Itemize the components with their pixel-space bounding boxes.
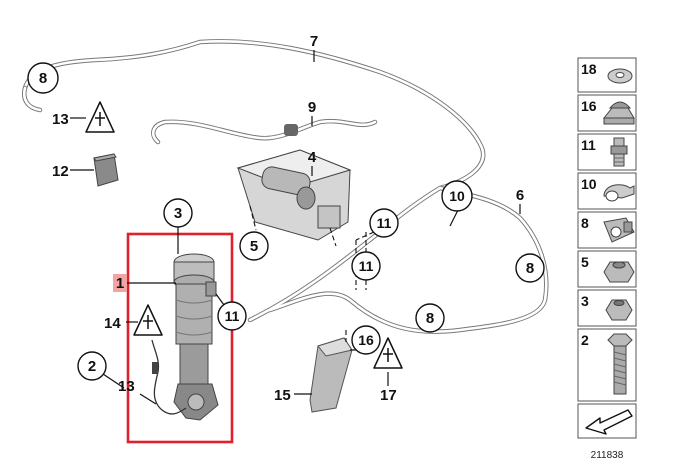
callout-5: 5 bbox=[239, 231, 269, 261]
callout-16: 16 bbox=[351, 325, 381, 355]
callout-2: 2 bbox=[77, 351, 107, 381]
callout-6: 6 bbox=[516, 187, 524, 204]
callout-13: 13 bbox=[52, 111, 69, 128]
callout-13: 13 bbox=[118, 378, 135, 395]
sidebar-label: 8 bbox=[581, 215, 589, 231]
washer-icon bbox=[607, 68, 633, 84]
compressor-unit bbox=[236, 149, 352, 247]
callout-8: 8 bbox=[27, 62, 59, 94]
hex-bolt-icon bbox=[607, 333, 633, 395]
svg-text:11: 11 bbox=[377, 215, 392, 231]
callout-4: 4 bbox=[308, 149, 317, 166]
callout-7: 7 bbox=[310, 33, 318, 50]
callout-8: 8 bbox=[415, 303, 445, 333]
callout-11: 11 bbox=[369, 208, 399, 238]
parts-sidebar: 18 16 11 10 8 5 3 2 bbox=[577, 57, 637, 439]
sidebar-label: 3 bbox=[581, 293, 589, 309]
pipe-holder-icon bbox=[603, 217, 635, 243]
air-line-left-loop bbox=[22, 85, 43, 113]
callout-11: 11 bbox=[351, 251, 381, 281]
air-strut bbox=[173, 253, 219, 421]
sidebar-label: 11 bbox=[581, 137, 596, 153]
hex-nut-icon bbox=[605, 299, 633, 321]
svg-text:11: 11 bbox=[359, 258, 374, 274]
sidebar-label: 18 bbox=[581, 61, 597, 77]
cap-nut-icon bbox=[602, 101, 635, 125]
svg-text:11: 11 bbox=[225, 308, 240, 324]
callout-10: 10 bbox=[441, 180, 473, 212]
svg-text:5: 5 bbox=[250, 238, 258, 255]
svg-text:10: 10 bbox=[449, 188, 465, 204]
sidebar-label: 5 bbox=[581, 254, 589, 270]
highlight-frame bbox=[126, 232, 234, 444]
sensor-wire bbox=[151, 339, 187, 415]
collar-nut-icon bbox=[603, 261, 635, 283]
direction-arrow-icon bbox=[585, 409, 633, 435]
callout-15: 15 bbox=[274, 387, 291, 404]
air-line-7 bbox=[22, 39, 486, 191]
valve-block bbox=[309, 330, 353, 413]
callout-3: 3 bbox=[163, 198, 193, 228]
svg-text:8: 8 bbox=[426, 310, 434, 327]
diagram-id: 211838 bbox=[591, 450, 624, 461]
svg-text:2: 2 bbox=[88, 358, 96, 375]
svg-text:3: 3 bbox=[174, 205, 182, 222]
callout-11: 11 bbox=[217, 301, 247, 331]
air-line-9 bbox=[151, 118, 378, 145]
callout-12: 12 bbox=[52, 163, 69, 180]
callout-9: 9 bbox=[308, 99, 316, 116]
sidebar-label: 10 bbox=[581, 176, 597, 192]
sidebar-label: 2 bbox=[581, 332, 589, 348]
svg-text:16: 16 bbox=[358, 332, 374, 348]
svg-text:8: 8 bbox=[526, 260, 534, 277]
callout-1: 1 bbox=[113, 274, 127, 292]
callout-8: 8 bbox=[515, 253, 545, 283]
connector-fitting-icon bbox=[610, 137, 628, 167]
warning-triangle-icon bbox=[373, 337, 403, 369]
control-unit bbox=[93, 153, 119, 187]
warning-triangle-icon bbox=[133, 304, 163, 336]
callout-17: 17 bbox=[380, 387, 397, 404]
callout-14: 14 bbox=[104, 315, 121, 332]
air-line-6 bbox=[247, 185, 549, 334]
warning-triangle-icon bbox=[85, 101, 115, 133]
pipe-clamp-icon bbox=[603, 184, 635, 202]
svg-text:8: 8 bbox=[39, 70, 47, 87]
sidebar-label: 16 bbox=[581, 98, 597, 114]
svg-text:1: 1 bbox=[116, 275, 124, 292]
